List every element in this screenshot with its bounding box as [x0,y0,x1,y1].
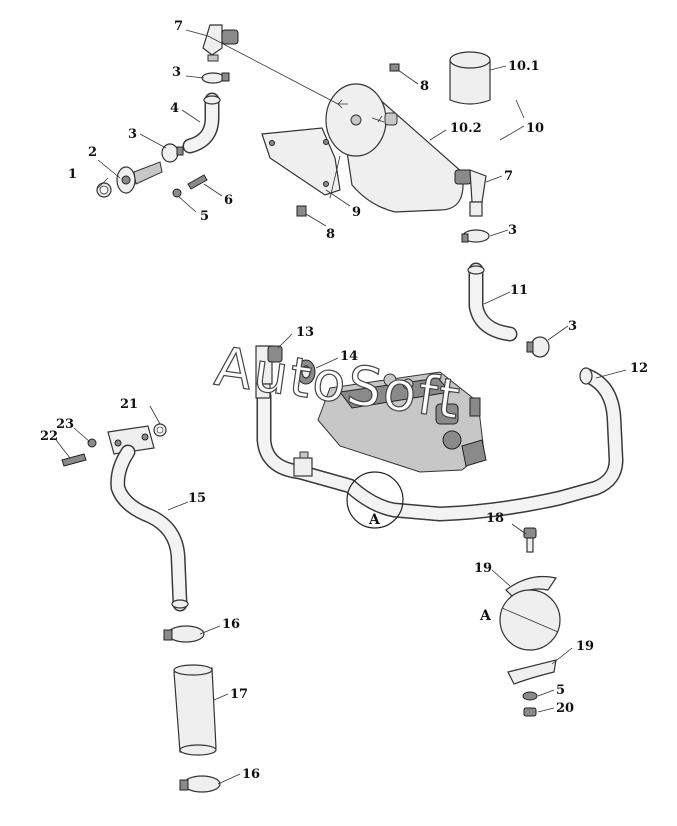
callout-labels: 1 2 3 3 4 5 6 7 8 8 9 10 10.1 10.2 7 3 1… [40,19,648,782]
callout-8-bottom: 8 [326,227,335,242]
washer-5-top [172,188,182,198]
flange-21-assembly [107,425,155,455]
callout-5-lower: 5 [556,683,565,698]
callout-20: 20 [556,701,574,716]
elbow-fitting-7-top [202,24,239,62]
hose-15 [110,444,189,612]
screw-8-top [389,63,400,72]
bracket-9 [261,127,341,196]
leader-lines [55,29,627,785]
callout-19-upper: 19 [474,561,492,576]
bolt-22 [61,453,87,467]
hose-clamp-3-left [161,143,184,163]
callout-3-left: 3 [128,127,137,142]
hose-clamp-16-lower [179,775,221,793]
hose-clamp-16-upper [163,625,205,643]
callout-3-right-upper: 3 [508,223,517,238]
washer-5-lower [522,691,538,701]
callout-14: 14 [340,349,358,364]
callout-16-lower: 16 [242,767,260,782]
elbow-fitting-7-right [454,169,487,217]
callout-1: 1 [68,167,77,182]
view-a-label-detail: A [479,608,492,624]
callout-16-upper: 16 [222,617,240,632]
filter-element-10-1 [449,51,491,105]
callout-9: 9 [352,205,361,220]
fitting-14 [296,359,316,385]
elbow-fitting-13 [255,345,283,399]
hose-11 [467,262,518,342]
callout-17: 17 [230,687,248,702]
callout-3-right-lower: 3 [568,319,577,334]
injection-pump [317,371,487,473]
pipe-12 [256,367,624,522]
filter-housing-10-2 [325,83,464,213]
washer-23 [87,438,97,448]
callout-10: 10 [526,121,544,136]
callout-23: 23 [56,417,74,432]
view-a-detail-circle [499,589,561,651]
callout-10-1: 10.1 [508,59,540,74]
sleeve-17 [173,664,217,756]
view-a-label-main: A [368,512,381,528]
fitting-2 [116,161,163,194]
hose-clamp-3-right-lower [526,336,550,358]
nut-20 [523,707,537,717]
screw-8-bottom [296,205,307,217]
callout-8-top: 8 [420,79,429,94]
callout-13: 13 [296,325,314,340]
callout-21: 21 [120,397,138,412]
callout-7-right: 7 [504,169,513,184]
hose-clamp-3-right-upper [461,229,490,243]
callout-10-2: 10.2 [450,121,482,136]
callout-6: 6 [224,193,233,208]
callout-22: 22 [40,429,58,444]
clip-19-lower [507,659,557,685]
callout-19-lower: 19 [576,639,594,654]
seal-ring-21 [153,423,167,437]
bolt-6 [187,174,208,190]
callout-12: 12 [630,361,648,376]
callout-5-top: 5 [200,209,209,224]
hose-clamp-3-top [201,72,230,84]
view-a-marker [346,471,404,529]
seal-ring-1 [96,182,112,198]
callout-4: 4 [170,101,179,116]
callout-3-top: 3 [172,65,181,80]
callout-15: 15 [188,491,206,506]
callout-11: 11 [510,283,528,298]
hose-4 [182,92,221,154]
callout-7-top: 7 [174,19,183,34]
callout-18: 18 [486,511,504,526]
callout-2: 2 [88,145,97,160]
bolt-18 [523,527,537,553]
